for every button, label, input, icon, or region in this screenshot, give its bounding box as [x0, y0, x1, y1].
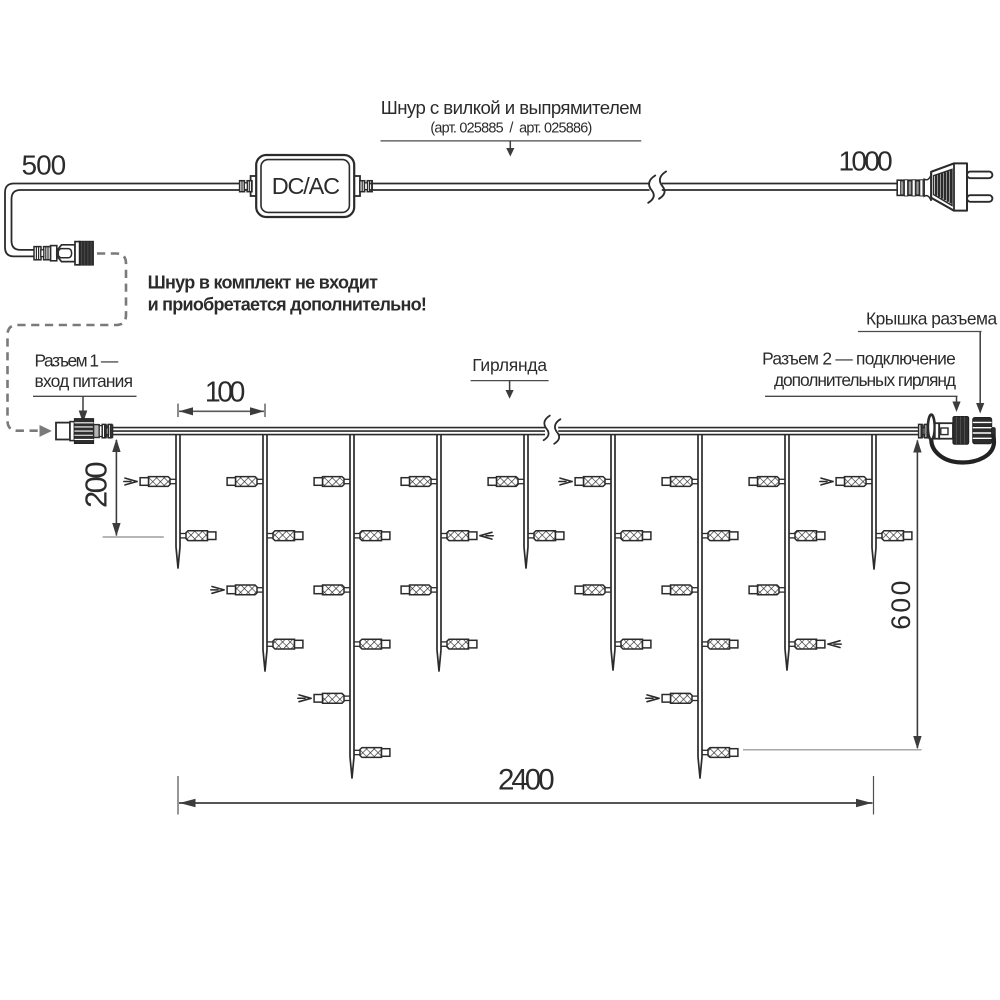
svg-text:Разъем 2 — подключение: Разъем 2 — подключение — [762, 349, 955, 369]
svg-text:и приобретается дополнительно!: и приобретается дополнительно! — [148, 295, 426, 315]
svg-text:100: 100 — [205, 377, 245, 409]
svg-text:1000: 1000 — [839, 145, 893, 176]
svg-text:(арт. 025885 / арт. 025886): (арт. 025885 / арт. 025886) — [430, 121, 591, 137]
svg-text:Гирлянда: Гирлянда — [472, 355, 547, 375]
svg-text:500: 500 — [22, 150, 66, 181]
svg-text:Шнур с вилкой и выпрямителем: Шнур с вилкой и выпрямителем — [381, 97, 642, 118]
svg-text:DC/AC: DC/AC — [272, 173, 340, 199]
svg-text:2400: 2400 — [498, 763, 554, 796]
svg-text:200: 200 — [79, 462, 114, 508]
svg-text:600: 600 — [886, 578, 916, 629]
svg-text:Шнур в комплект не входит: Шнур в комплект не входит — [148, 272, 379, 292]
svg-text:дополнительных гирлянд: дополнительных гирлянд — [774, 370, 956, 390]
svg-text:Разъем 1 —: Разъем 1 — — [35, 351, 119, 371]
svg-text:Крышка разъема: Крышка разъема — [866, 309, 997, 329]
svg-text:вход питания: вход питания — [35, 371, 133, 391]
